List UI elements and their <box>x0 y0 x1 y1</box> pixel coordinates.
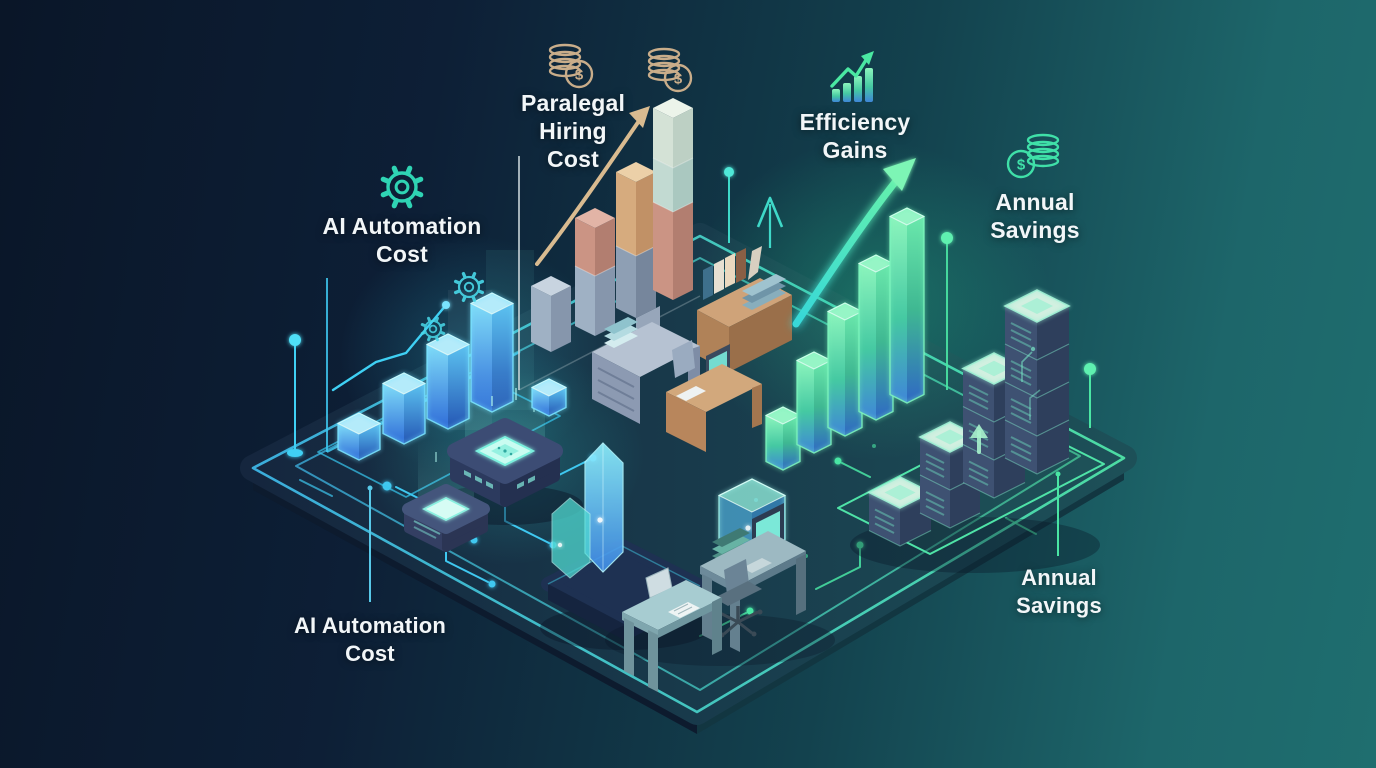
workstations-bottom <box>605 503 835 692</box>
label-efficiency-gains: Efficiency Gains <box>799 109 911 163</box>
large-ai-chip <box>447 418 563 507</box>
office-area <box>592 246 792 452</box>
dollar-sign: $ <box>575 67 584 84</box>
server-details <box>970 346 1041 454</box>
office-chair-back <box>672 340 695 378</box>
coins-dollar-icon: $ <box>1006 133 1060 179</box>
coins-dollar-icon: $ <box>548 43 594 89</box>
floating-cube <box>530 378 568 417</box>
desk-laptop-bottom <box>622 567 722 692</box>
binder-cabinet <box>697 246 792 372</box>
dollar-sign: $ <box>1017 157 1026 174</box>
desk-gray <box>592 306 700 424</box>
tan-growth-arrow <box>535 116 643 266</box>
label-paralegal-hiring-cost: Paralegal Hiring Cost <box>520 90 626 172</box>
efficiency-chart <box>756 158 926 471</box>
green-growth-arrow <box>792 172 904 328</box>
bar-chart-growth-icon <box>830 51 874 102</box>
circuit-pin <box>287 334 303 457</box>
label-annual-savings-bottom: Annual Savings <box>1016 565 1102 618</box>
outline-up-arrow <box>756 196 784 228</box>
coins-dollar-icon: $ <box>647 47 693 93</box>
dollar-sign: $ <box>674 71 683 88</box>
paralegal-cost-chart <box>518 98 701 391</box>
callout-lines <box>367 471 1061 602</box>
ai-chips <box>402 372 583 552</box>
server-stacks <box>837 289 1105 573</box>
desk-tan <box>666 344 762 452</box>
office-chair <box>713 559 763 638</box>
circuit-pins-right <box>724 167 1096 428</box>
gear-icon <box>380 165 424 209</box>
label-annual-savings-top: Annual Savings <box>990 189 1080 243</box>
label-ai-automation-cost-bottom: AI Automation Cost <box>293 613 447 666</box>
label-ai-automation-cost-top: AI Automation Cost <box>322 213 482 267</box>
small-ai-chip <box>402 484 490 552</box>
